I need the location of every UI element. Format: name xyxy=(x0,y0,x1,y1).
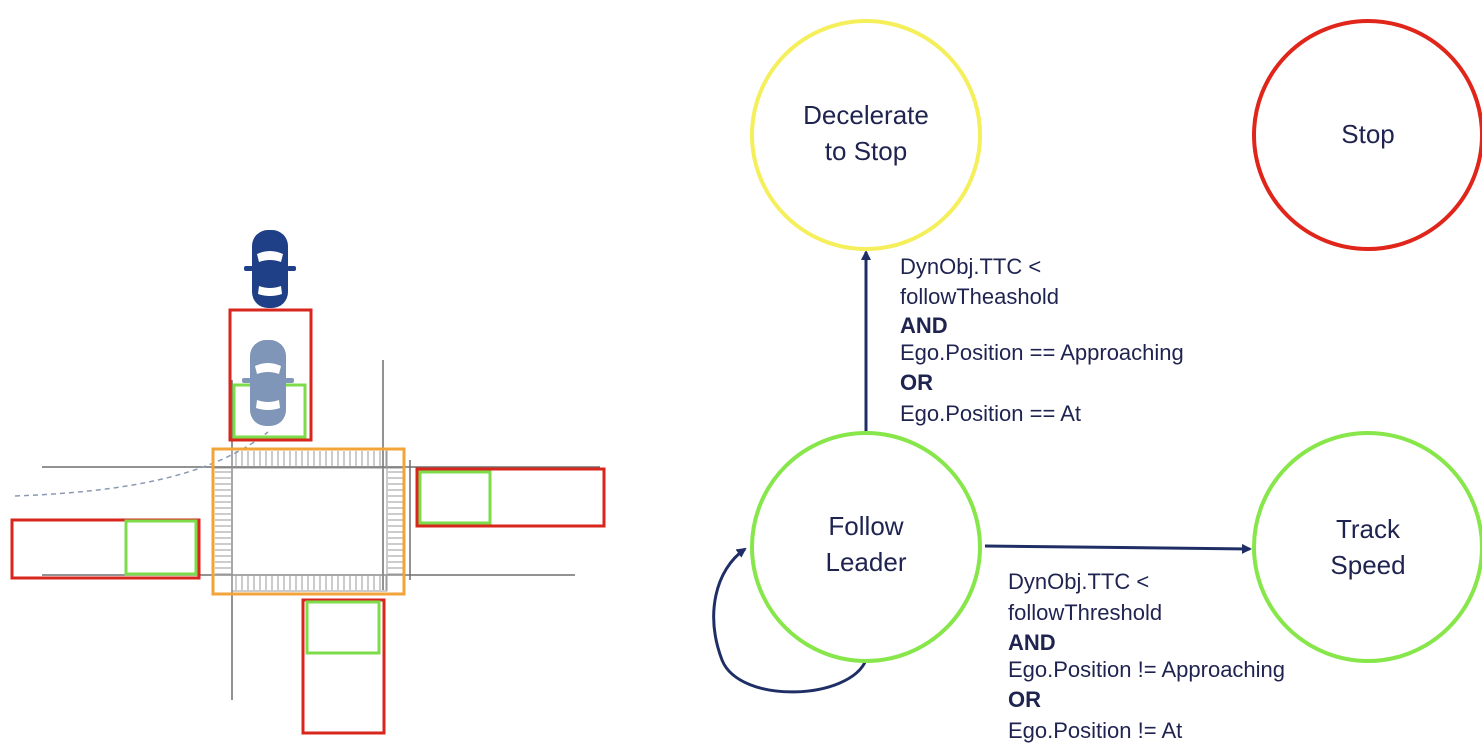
condition-line: Ego.Position == At xyxy=(900,401,1081,426)
red-zone-north xyxy=(228,308,313,442)
state-track-speed xyxy=(1252,431,1482,663)
state-label: Leader xyxy=(826,547,907,577)
condition-follow-to-decelerate: DynObj.TTC < followTheashold AND Ego.Pos… xyxy=(900,254,1184,426)
condition-line: followThreshold xyxy=(1008,600,1162,625)
ego-trajectory xyxy=(14,431,269,497)
intersection-scene xyxy=(10,230,606,735)
condition-operator: AND xyxy=(1008,630,1056,655)
condition-line: Ego.Position != Approaching xyxy=(1008,657,1285,682)
condition-line: DynObj.TTC < xyxy=(1008,569,1149,594)
transition-follow-to-track xyxy=(984,543,1252,554)
state-label: Decelerate xyxy=(803,100,929,130)
state-label: Speed xyxy=(1330,550,1405,580)
green-zone-east xyxy=(418,470,492,525)
condition-line: DynObj.TTC < xyxy=(900,254,1041,279)
red-zone-east xyxy=(415,467,606,528)
car-top-view-icon xyxy=(244,230,296,308)
green-zone-west xyxy=(124,519,198,576)
car-top-view-icon xyxy=(242,340,294,426)
state-label: Follow xyxy=(828,511,903,541)
state-label: to Stop xyxy=(825,136,907,166)
state-stop xyxy=(1252,19,1482,251)
condition-line: Ego.Position != At xyxy=(1008,718,1182,743)
red-zone-south xyxy=(301,598,386,735)
intersection-zone xyxy=(211,447,406,596)
state-label: Stop xyxy=(1341,119,1395,149)
condition-line: followTheashold xyxy=(900,284,1059,309)
condition-operator: OR xyxy=(900,370,933,395)
state-label: Track xyxy=(1336,514,1401,544)
state-follow-leader xyxy=(750,431,982,663)
green-zone-south xyxy=(305,600,381,655)
state-decelerate-to-stop xyxy=(750,19,982,251)
red-zone-west xyxy=(10,518,201,580)
transition-follow-self-loop xyxy=(712,547,868,694)
condition-line: Ego.Position == Approaching xyxy=(900,340,1184,365)
condition-operator: AND xyxy=(900,313,948,338)
condition-follow-to-track: DynObj.TTC < followThreshold AND Ego.Pos… xyxy=(1008,569,1285,743)
crosswalks xyxy=(213,449,406,592)
condition-operator: OR xyxy=(1008,687,1041,712)
